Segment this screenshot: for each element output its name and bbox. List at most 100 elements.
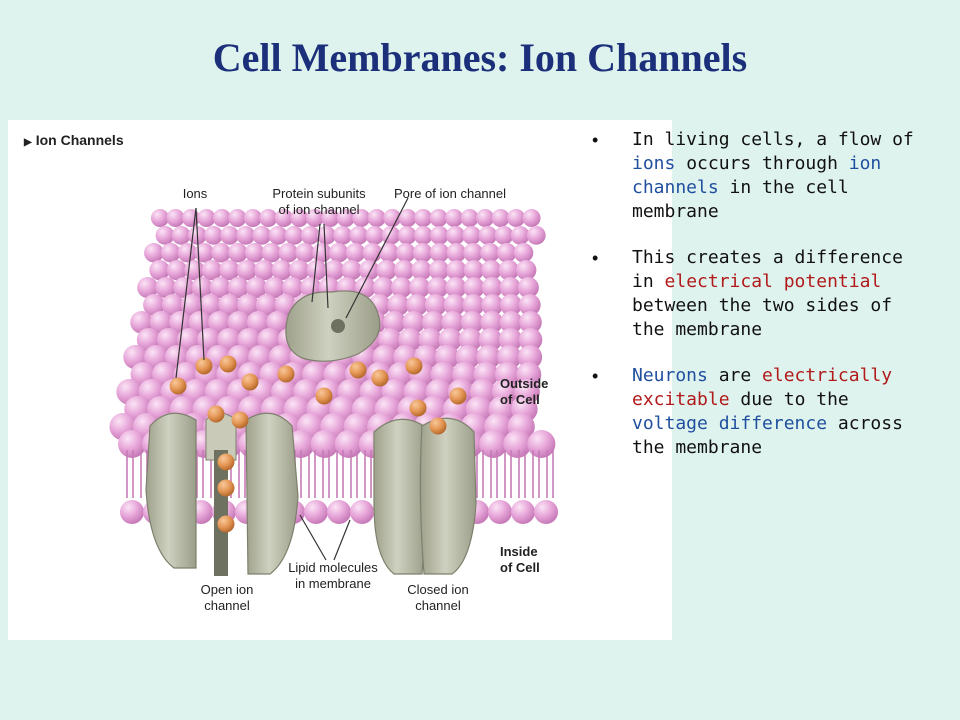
lipid-head <box>290 209 309 227</box>
lipid-head <box>244 243 265 263</box>
label-open-channel: Open ion channel <box>200 582 254 613</box>
lipid-head <box>498 328 523 352</box>
lipid-head <box>441 311 465 334</box>
ion <box>405 357 423 375</box>
triangle-icon: ▶ <box>24 137 32 148</box>
lipid-head <box>397 226 417 245</box>
lipid-head <box>155 277 177 299</box>
bullet-segment: Neurons <box>632 365 708 386</box>
lipid-head <box>219 260 240 281</box>
lipid-head <box>494 226 514 245</box>
ion <box>217 515 235 533</box>
lipid-head <box>510 226 530 245</box>
lipid-head <box>393 260 415 281</box>
bullet-icon: • <box>592 366 599 386</box>
lipid-head <box>480 311 503 334</box>
lipid-head <box>478 226 498 245</box>
bullet-icon: • <box>592 130 599 150</box>
lipid-head <box>120 500 144 524</box>
lipid-head <box>327 500 351 524</box>
lipid-head <box>518 328 543 352</box>
bullet-text: In living cells, a flow of ions occurs t… <box>632 129 914 222</box>
lipid-head <box>358 260 380 281</box>
lipid-head <box>237 328 261 352</box>
ions <box>169 355 467 533</box>
lipid-head <box>149 260 170 281</box>
lipid-head <box>365 226 385 245</box>
bullet-text: Neurons are electrically excitable due t… <box>632 365 903 458</box>
ion <box>219 355 237 373</box>
lipid-head <box>166 209 185 227</box>
lipid-head <box>498 260 519 281</box>
channel-pore <box>331 319 345 333</box>
lipid-head <box>412 243 433 263</box>
lipid-head <box>518 294 541 316</box>
bullet-segment: ions <box>632 153 676 174</box>
lipid-head <box>166 260 188 281</box>
lipid-head <box>462 294 485 316</box>
lipid-head <box>278 243 299 263</box>
lipid-head <box>246 311 270 334</box>
lipid-head <box>414 209 433 227</box>
lipid-head <box>266 311 289 334</box>
lipid-head <box>446 226 465 245</box>
lipid-head <box>398 209 417 227</box>
lipid-head <box>160 243 181 263</box>
lipid-head <box>289 260 310 281</box>
label-outside-of-cell: Outside of Cell <box>500 376 549 407</box>
lipid-head <box>462 226 482 245</box>
lipid-head <box>383 311 406 334</box>
lipid-head <box>424 294 447 316</box>
lipid-head <box>305 209 324 227</box>
lipid-head <box>321 209 340 227</box>
bullet-segment: due to the <box>729 389 849 410</box>
lipid-head <box>137 277 159 299</box>
lipid-head <box>217 328 241 352</box>
lipid-head <box>390 277 412 299</box>
ion <box>207 405 225 423</box>
lipid-head <box>201 260 223 281</box>
lipid-head <box>284 226 304 245</box>
lipid-head <box>367 209 386 227</box>
lipid-head <box>161 294 184 316</box>
lipid-head <box>460 311 484 334</box>
bullet-segment: are <box>707 365 763 386</box>
lipid-head <box>237 294 259 316</box>
lipid-head <box>352 209 371 227</box>
lipid-head <box>445 209 464 227</box>
lipid-head <box>312 243 332 263</box>
lipid-head <box>481 294 504 316</box>
label-closed-channel: Closed ion channel <box>407 582 469 613</box>
lipid-head <box>411 260 432 281</box>
lipid-head <box>511 500 535 524</box>
lipid-head <box>254 260 275 281</box>
lipid-head <box>460 209 479 227</box>
channel-subunit <box>245 412 299 575</box>
lipid-head <box>517 277 539 299</box>
lipid-head <box>519 311 542 334</box>
bullet-segment: This creates a difference in <box>632 247 903 292</box>
lipid-head <box>188 311 212 334</box>
lipid-head <box>268 226 288 245</box>
lipid-head <box>350 500 374 524</box>
lipid-head <box>264 277 286 299</box>
lipid-head <box>349 226 369 245</box>
lipid-head <box>406 294 428 316</box>
lipid-head <box>526 226 546 245</box>
lipid-head <box>488 500 512 524</box>
lipid-head <box>180 294 203 316</box>
lipid-head <box>387 294 410 316</box>
ion <box>449 387 467 405</box>
lipid-head <box>310 430 339 458</box>
label-ions: Ions <box>182 186 208 201</box>
lipid-head <box>409 277 431 299</box>
lipid-head <box>211 243 231 263</box>
bullet-item: • Neurons are electrically excitable due … <box>592 364 922 460</box>
bullet-segment: occurs through <box>675 153 849 174</box>
channel-subunit <box>419 417 477 575</box>
lipid-head <box>243 209 262 227</box>
bullet-list: • In living cells, a flow of ions occurs … <box>592 128 922 482</box>
lipid-head <box>228 243 248 263</box>
ion <box>277 365 295 383</box>
lipid-head <box>478 328 503 352</box>
